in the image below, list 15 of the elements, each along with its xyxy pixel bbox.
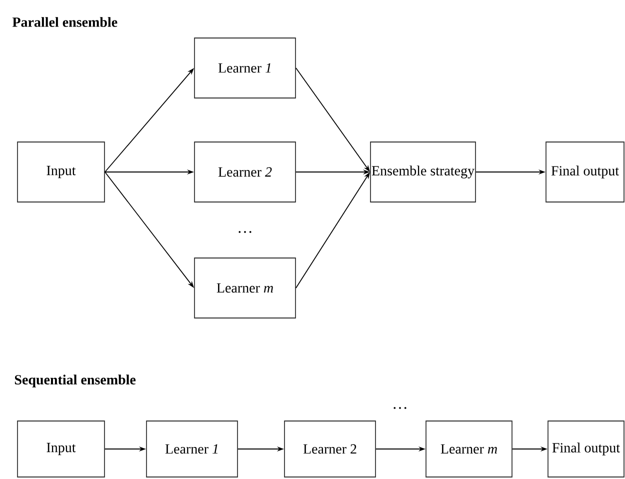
process-box: Input	[17, 420, 105, 478]
process-box: Learner 2	[194, 142, 296, 202]
process-box: Learner m	[426, 420, 512, 478]
process-box: Final output	[548, 420, 624, 478]
process-box: Learner m	[194, 258, 296, 318]
ellipsis: …	[238, 231, 252, 233]
process-box: Learner 2	[284, 420, 376, 478]
process-box: Learner 1	[146, 420, 238, 478]
section-heading: Sequential ensemble	[14, 374, 136, 388]
process-box: Learner 1	[194, 38, 296, 98]
process-box: Input	[17, 142, 105, 202]
section-heading: Parallel ensemble	[12, 17, 118, 27]
process-box: Final output	[546, 142, 624, 202]
process-box: Ensemble strategy	[370, 142, 476, 202]
ellipsis: …	[394, 407, 406, 409]
